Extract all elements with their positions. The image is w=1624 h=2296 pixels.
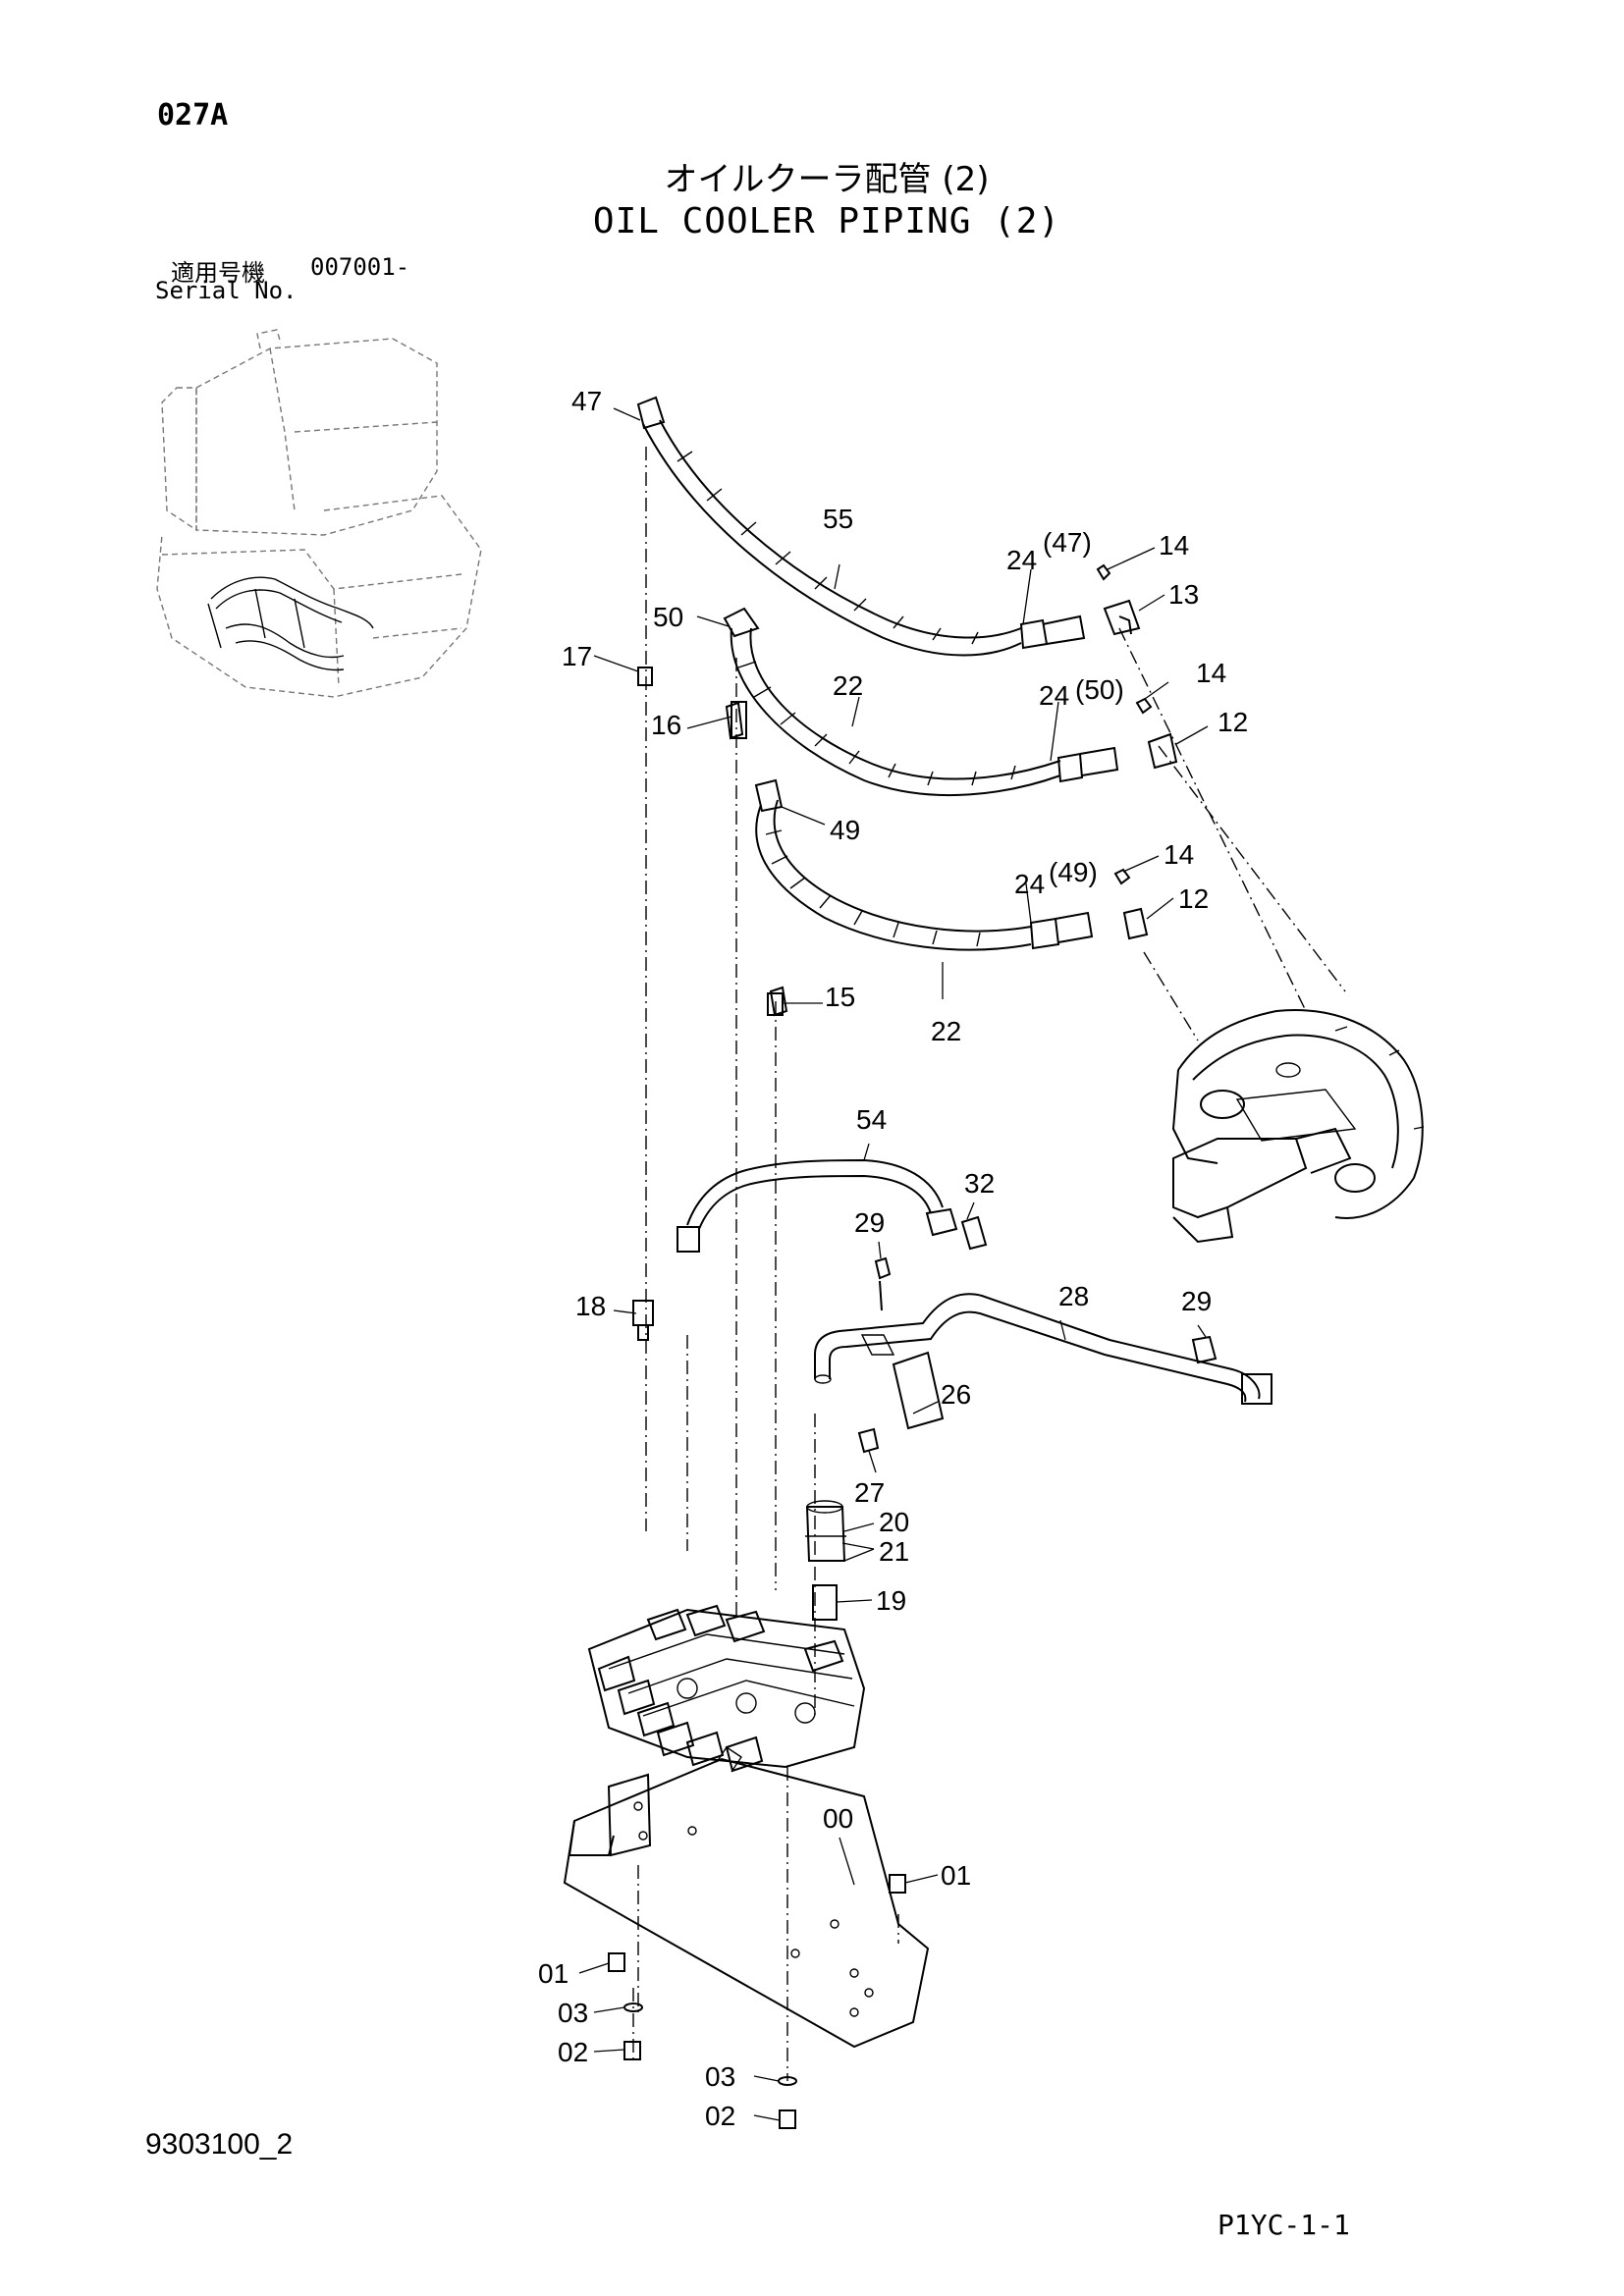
callout-24: 24 xyxy=(1039,680,1069,711)
hose-54 xyxy=(677,1158,988,1253)
callout-19: 19 xyxy=(876,1585,906,1616)
callout-02: 02 xyxy=(705,2101,735,2131)
callout-50-ref: (50) xyxy=(1075,674,1124,705)
callout-21: 21 xyxy=(879,1536,909,1567)
hose-22-upper xyxy=(723,607,1178,797)
callout-24: 24 xyxy=(1014,869,1045,899)
assembly-centerlines xyxy=(632,447,1346,2081)
callout-26: 26 xyxy=(941,1379,971,1410)
callout-28: 28 xyxy=(1058,1281,1089,1311)
leader-lines xyxy=(578,407,1209,2121)
callout-01: 01 xyxy=(941,1860,971,1891)
callout-22: 22 xyxy=(931,1016,961,1046)
serial-label-english: Serial No. xyxy=(155,277,298,304)
callout-15: 15 xyxy=(825,982,855,1012)
callout-labels: 47 55 24 (47) 14 13 50 17 22 24 (50) 14 … xyxy=(538,386,1248,2131)
callout-29: 29 xyxy=(854,1207,885,1238)
callout-50: 50 xyxy=(653,602,683,632)
locator-machine-sketch xyxy=(156,329,482,698)
bolts-and-washers xyxy=(608,1874,906,2129)
oil-cooler-housing xyxy=(1171,1009,1425,1244)
callout-03: 03 xyxy=(705,2061,735,2092)
callout-13: 13 xyxy=(1168,579,1199,610)
control-valve-assembly xyxy=(587,1604,866,1773)
serial-label-japanese: 適用号機 xyxy=(171,259,265,287)
serial-number-value: 007001- xyxy=(310,253,410,281)
callout-49-ref: (49) xyxy=(1049,857,1098,887)
page-reference: P1YC-1-1 xyxy=(1218,2209,1350,2241)
callout-01: 01 xyxy=(538,1958,568,1989)
callout-49: 49 xyxy=(830,815,860,845)
pipe-28 xyxy=(814,1256,1272,1454)
callout-14: 14 xyxy=(1196,658,1226,688)
title-japanese: オイルクーラ配管 (2) xyxy=(664,160,990,199)
callout-54: 54 xyxy=(856,1104,887,1135)
hose-55 xyxy=(636,396,1141,657)
callout-17: 17 xyxy=(562,641,592,671)
callout-29: 29 xyxy=(1181,1286,1212,1316)
callout-47: 47 xyxy=(571,386,602,416)
callout-00: 00 xyxy=(823,1803,853,1834)
callout-24: 24 xyxy=(1006,545,1037,575)
callout-18: 18 xyxy=(575,1291,606,1321)
callout-02: 02 xyxy=(558,2037,588,2067)
callout-20: 20 xyxy=(879,1507,909,1537)
callout-47-ref: (47) xyxy=(1043,527,1092,558)
callout-14: 14 xyxy=(1159,530,1189,561)
hose-22-lower xyxy=(754,778,1149,1017)
document-number: 9303100_2 xyxy=(145,2128,294,2161)
callout-32: 32 xyxy=(964,1168,995,1199)
small-fittings xyxy=(632,667,846,1621)
callout-27: 27 xyxy=(854,1477,885,1508)
callout-16: 16 xyxy=(651,710,681,740)
callout-12: 12 xyxy=(1218,707,1248,737)
page-code: 027A xyxy=(157,98,229,133)
callout-55: 55 xyxy=(823,504,853,534)
mounting-plate xyxy=(563,1746,930,2049)
callout-12: 12 xyxy=(1178,883,1209,914)
callout-14: 14 xyxy=(1164,839,1194,870)
callout-03: 03 xyxy=(558,1998,588,2028)
callout-22: 22 xyxy=(833,670,863,701)
title-english: OIL COOLER PIPING (2) xyxy=(592,201,1061,241)
